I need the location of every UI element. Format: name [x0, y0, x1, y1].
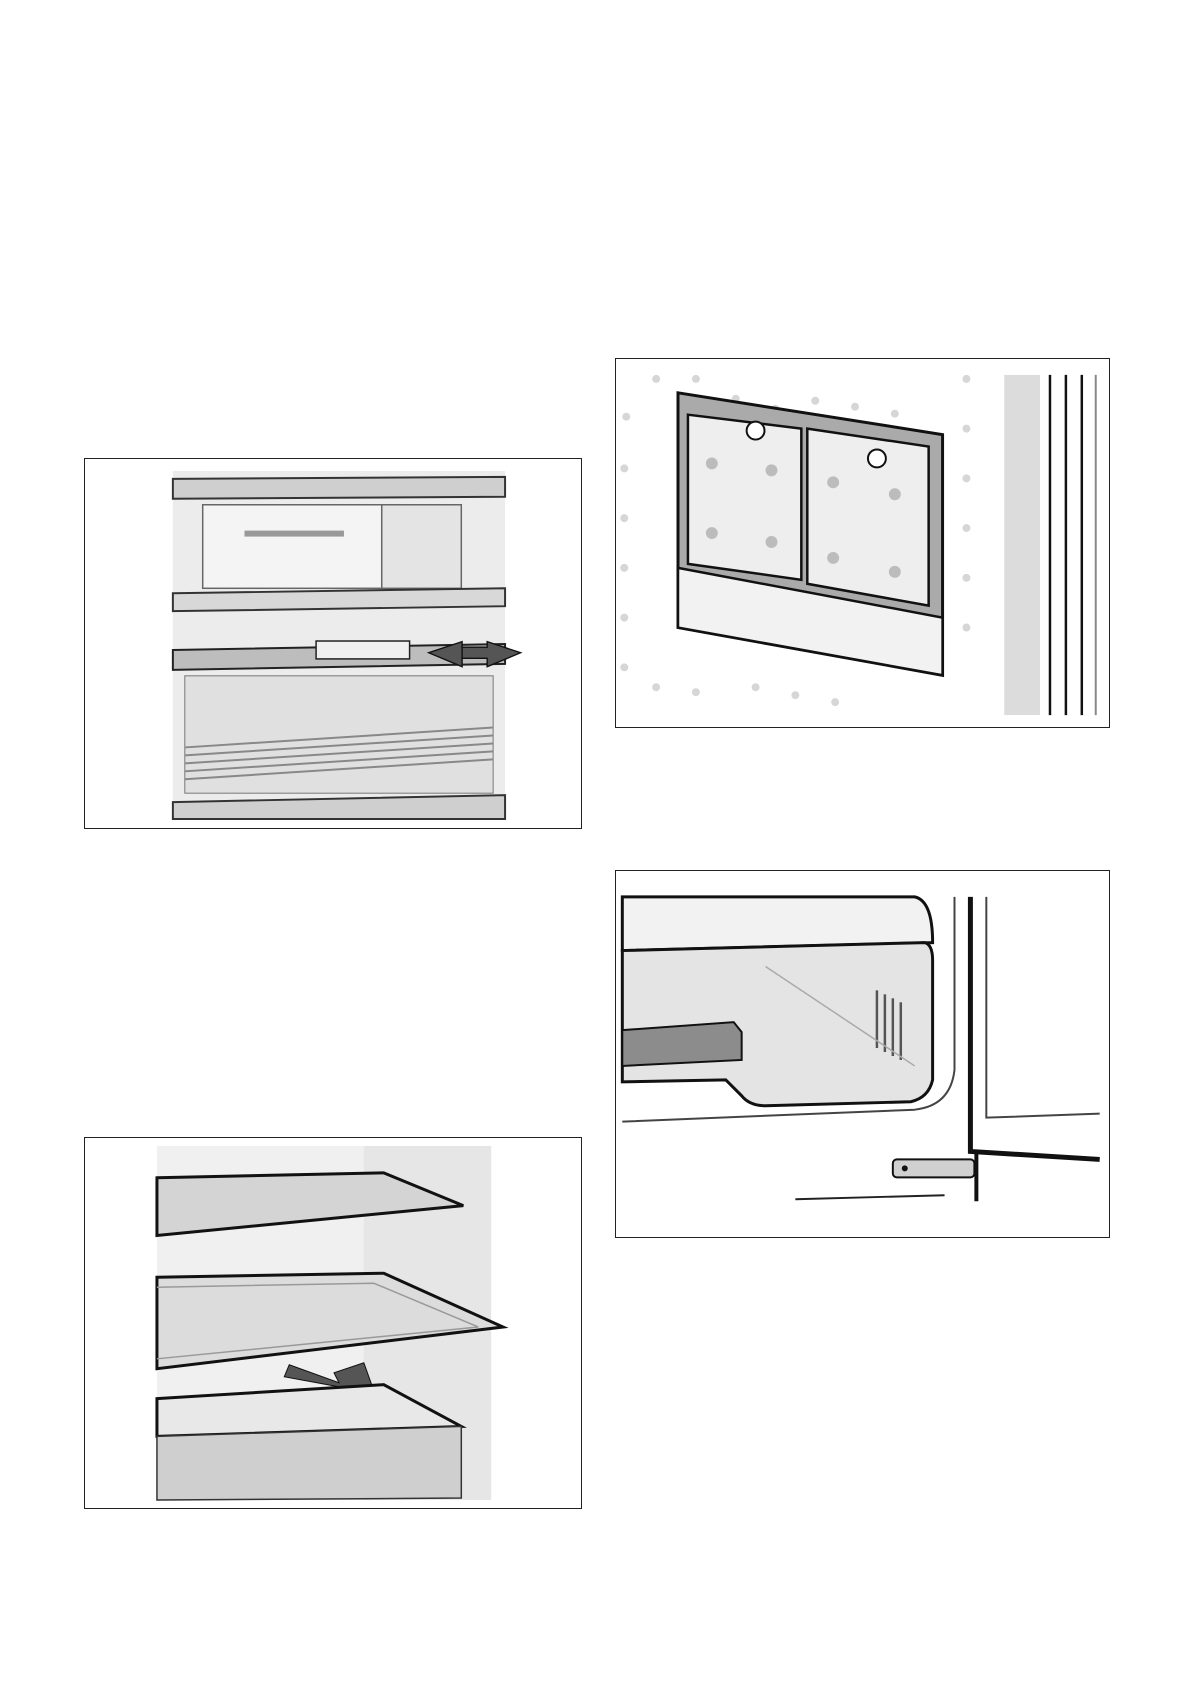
glass-shelf	[173, 588, 505, 611]
drawer-handle-recess	[622, 1022, 741, 1066]
shelf-divider	[316, 641, 409, 659]
top-shelf	[173, 477, 505, 499]
illustration-shelf-divider	[84, 458, 582, 829]
illustration-drawer-door-hinge	[615, 870, 1110, 1238]
side-panel	[382, 505, 462, 589]
upper-drawer	[203, 505, 382, 589]
crisper-drawer	[157, 1426, 461, 1500]
cold-packs-drawing	[616, 359, 1109, 727]
pack-cap-left	[747, 422, 765, 440]
cold-pack-left	[688, 415, 801, 580]
drawer-handle	[244, 531, 343, 537]
glass-shelf-drawing	[85, 1138, 581, 1508]
pack-cap-right	[868, 450, 886, 468]
shelf-divider-drawing	[85, 459, 581, 828]
illustration-glass-shelf-removal	[84, 1137, 582, 1509]
illustration-cold-packs	[615, 358, 1110, 728]
drawer-hinge-drawing	[616, 871, 1109, 1237]
door-gasket	[1004, 375, 1040, 715]
